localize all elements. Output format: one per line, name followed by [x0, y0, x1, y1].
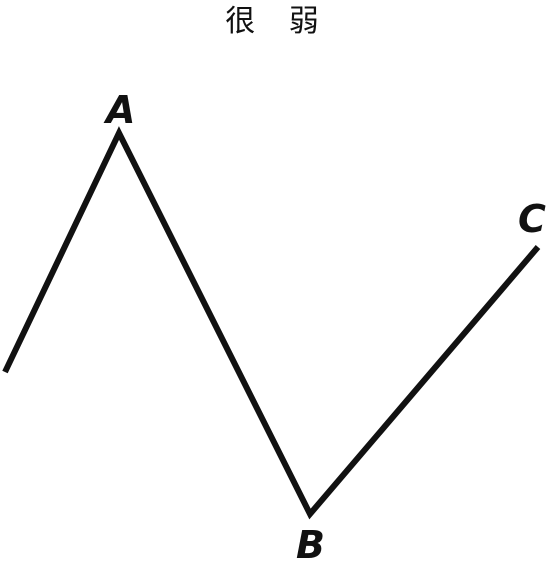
zigzag-wave-line [2, 126, 541, 520]
diagram-title: 很 弱 [225, 4, 331, 39]
point-label-c: C [518, 197, 546, 241]
point-label-a: A [103, 88, 135, 132]
point-label-b: B [296, 523, 325, 566]
